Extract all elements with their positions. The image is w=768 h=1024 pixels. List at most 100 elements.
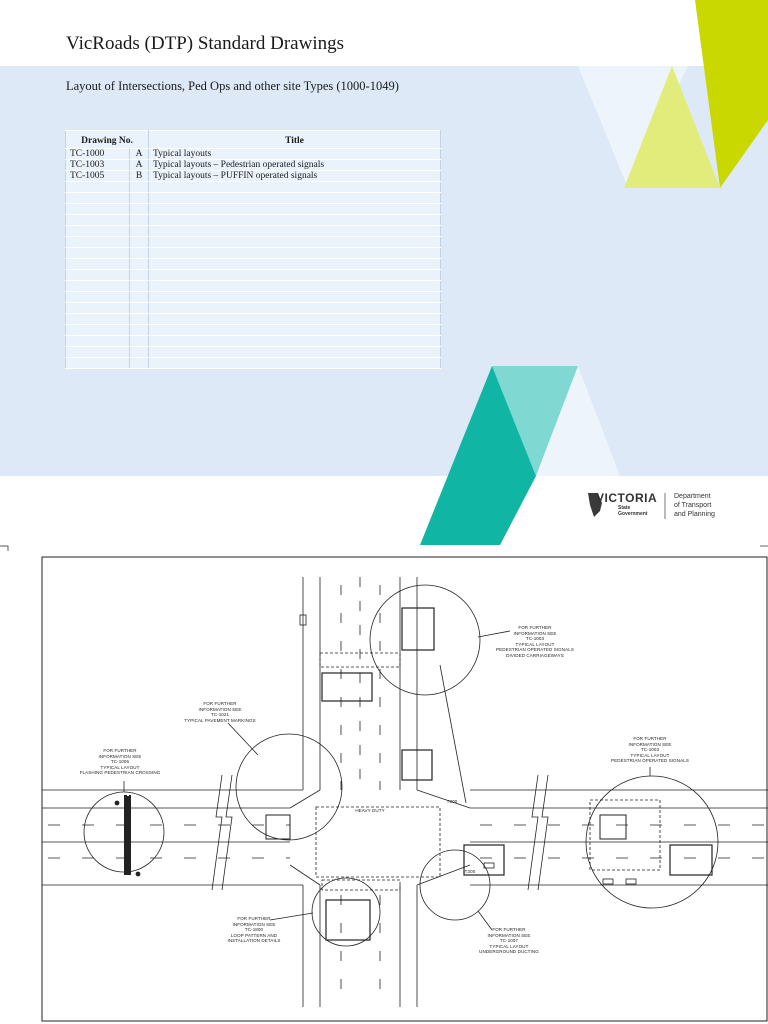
table-cell-empty <box>65 203 130 215</box>
table-row-empty <box>65 214 441 226</box>
break-line <box>221 774 233 891</box>
pole <box>114 800 120 806</box>
table-cell-empty <box>148 357 441 369</box>
column-header-drawing-no: Drawing No. <box>65 130 149 149</box>
table-row: TC-1000 A Typical layouts <box>65 148 441 160</box>
table-row-empty <box>65 258 441 270</box>
note-line: TYPICAL LAYOUT <box>630 752 670 758</box>
victoria-government-logo: VICTORIA State Government Department of … <box>588 491 728 521</box>
note-line: INFORMATION SEE <box>98 753 142 759</box>
table-cell-empty <box>148 346 441 358</box>
table-cell-empty <box>148 203 441 215</box>
drawing-revision: A <box>129 159 149 171</box>
table-cell-empty <box>148 302 441 314</box>
table-cell-empty <box>129 335 149 347</box>
document-subtitle: Layout of Intersections, Ped Ops and oth… <box>66 79 399 93</box>
table-cell-empty <box>129 236 149 248</box>
crop-mark <box>0 545 9 551</box>
signal-head <box>669 844 713 876</box>
table-cell-empty <box>65 324 130 336</box>
table-row-empty <box>65 236 441 248</box>
table-cell-empty <box>65 346 130 358</box>
note-line: INSTALLATION DETAILS <box>227 938 281 943</box>
note-line: UNDERGROUND DUCTING <box>479 949 539 954</box>
break-line <box>211 774 223 891</box>
note-far-left: FOR FURTHER INFORMATION SEE TC-1006 TYPI… <box>72 748 168 776</box>
table-cell-empty <box>129 313 149 325</box>
note-line: INFORMATION SEE <box>232 921 276 927</box>
note-top-right: FOR FURTHER INFORMATION SEE TC-1003 TYPI… <box>480 625 590 658</box>
table-row: TC-1003 A Typical layouts – Pedestrian o… <box>65 159 441 171</box>
signal-head <box>599 814 627 840</box>
table-cell-empty <box>148 214 441 226</box>
signal-head <box>321 672 373 702</box>
note-line: FOR FURTHER <box>103 748 137 753</box>
table-cell-empty <box>65 236 130 248</box>
cover-graphics <box>420 0 768 545</box>
note-mid-left: FOR FURTHER INFORMATION SEE TC-1021 TYPI… <box>180 701 260 723</box>
table-cell-empty <box>129 291 149 303</box>
note-line: FOR FURTHER <box>203 701 237 706</box>
note-line: PEDESTRIAN OPERATED SIGNALS <box>496 647 574 652</box>
note-line: PEDESTRIAN OPERATED SIGNALS <box>611 758 689 763</box>
detector-loop <box>589 799 661 871</box>
drawing-number: TC-1003 <box>65 159 130 171</box>
intersection-stop-zone <box>315 806 441 878</box>
document-title: VicRoads (DTP) Standard Drawings <box>66 33 345 54</box>
pit <box>483 862 495 869</box>
table-cell-empty <box>148 258 441 270</box>
table-cell-empty <box>148 324 441 336</box>
table-row-empty <box>65 225 441 237</box>
leader-line <box>269 912 314 921</box>
signal-head <box>325 899 371 941</box>
table-row-empty <box>65 203 441 215</box>
table-cell-empty <box>65 313 130 325</box>
note-line: TC-1800 <box>244 927 264 932</box>
table-cell-empty <box>148 291 441 303</box>
table-row-empty <box>65 181 441 193</box>
cover-page: VicRoads (DTP) Standard Drawings Layout … <box>0 0 768 545</box>
table-row-empty <box>65 192 441 204</box>
intersection-layout-drawing <box>0 545 768 1022</box>
logo-government-text: Government <box>618 511 648 517</box>
table-cell-empty <box>129 280 149 292</box>
table-cell-empty <box>148 225 441 237</box>
drawing-sheet: FOR FURTHER INFORMATION SEE TC-1003 TYPI… <box>0 545 768 1024</box>
drawing-revision: A <box>129 148 149 160</box>
teal-shape-main <box>420 366 536 545</box>
drawing-title: Typical layouts – PUFFIN operated signal… <box>148 170 441 182</box>
note-line: DIVIDED CARRIAGEWAYS <box>506 652 564 658</box>
table-row-empty <box>65 335 441 347</box>
table-cell-empty <box>148 313 441 325</box>
table-cell-empty <box>65 181 130 193</box>
detail-circle-mid-left <box>235 733 343 841</box>
table-cell-empty <box>129 192 149 204</box>
table-cell-empty <box>65 247 130 259</box>
note-line: TC-1003 <box>525 636 545 641</box>
note-line: TC-1007 <box>499 938 519 943</box>
note-line: TYPICAL LAYOUT <box>489 943 529 949</box>
table-row-empty <box>65 346 441 358</box>
note-line: LOOP PATTERN AND <box>230 932 278 938</box>
label-t300-bottom: T300 <box>464 869 476 874</box>
detail-circle-bottom-right <box>419 849 491 921</box>
table-cell-empty <box>129 357 149 369</box>
pedestrian-crossing <box>124 795 131 875</box>
detector-loop <box>321 879 401 891</box>
table-cell-empty <box>148 236 441 248</box>
table-cell-empty <box>65 258 130 270</box>
note-line: TYPICAL LAYOUT <box>515 641 555 647</box>
table-cell-empty <box>148 269 441 281</box>
note-line: INFORMATION SEE <box>513 630 557 636</box>
table-cell-empty <box>148 181 441 193</box>
table-cell-empty <box>65 214 130 226</box>
pole <box>135 871 141 877</box>
signal-head <box>401 749 433 781</box>
table-cell-empty <box>65 280 130 292</box>
detector-loop <box>319 652 401 668</box>
note-line: INFORMATION SEE <box>487 932 531 938</box>
table-cell-empty <box>129 258 149 270</box>
table-row-empty <box>65 247 441 259</box>
table-cell-empty <box>148 247 441 259</box>
table-cell-empty <box>129 225 149 237</box>
